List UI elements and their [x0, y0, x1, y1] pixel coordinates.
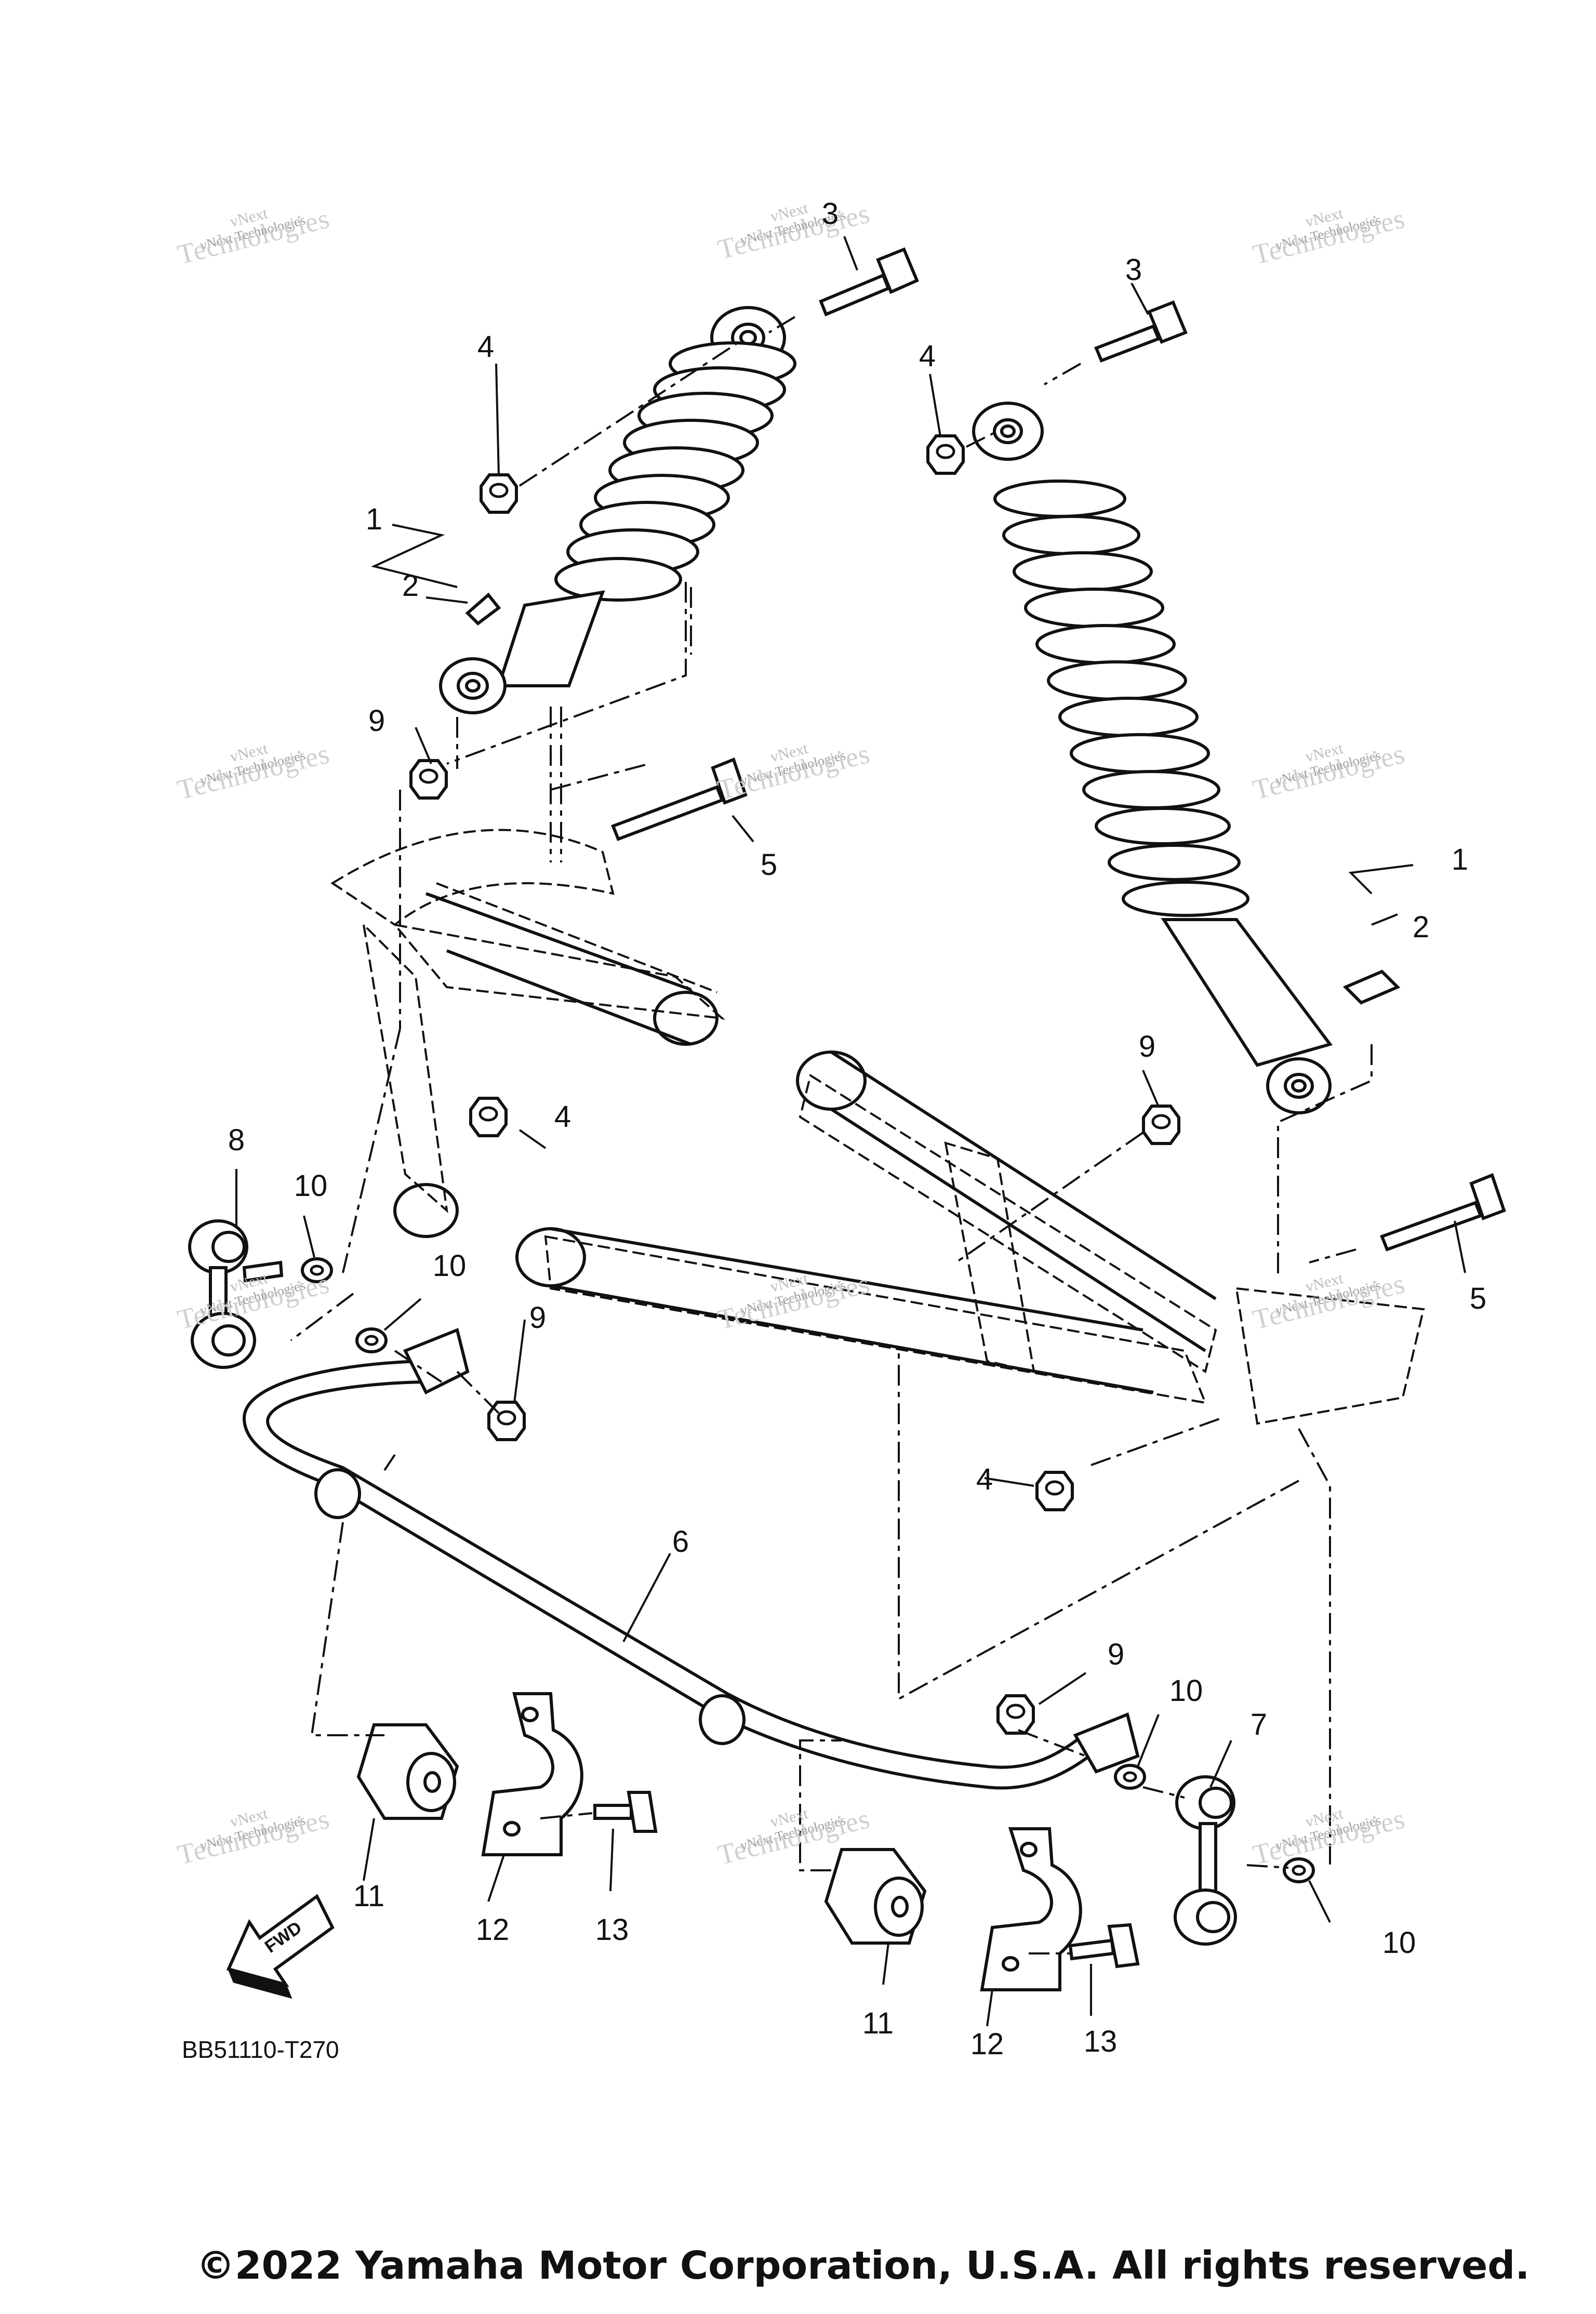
- callout-1: 1: [1451, 843, 1469, 876]
- callout-4: 4: [477, 330, 495, 364]
- callout-4: 4: [554, 1100, 571, 1134]
- callout-10: 10: [1382, 1926, 1416, 1960]
- left-shock-absorber: [439, 306, 796, 714]
- callout-12: 12: [475, 1913, 510, 1947]
- callout-3: 3: [821, 197, 839, 231]
- callout-3: 3: [1125, 253, 1142, 287]
- callout-10: 10: [1169, 1674, 1203, 1708]
- callout-4: 4: [919, 339, 936, 373]
- stabilizer-bar: [242, 1327, 1140, 1790]
- leader-lines: [235, 236, 1466, 2027]
- callout-11: 11: [862, 2006, 894, 2040]
- callout-10: 10: [294, 1169, 328, 1203]
- callout-4: 4: [976, 1462, 993, 1496]
- callout-2: 2: [1412, 910, 1430, 944]
- assembly-lines: [290, 316, 1373, 1954]
- diagram-code: BB51110-T270: [182, 2036, 339, 2063]
- callout-8: 8: [228, 1123, 245, 1157]
- stabilizer-links: [188, 1219, 1237, 1946]
- callout-11: 11: [353, 1879, 385, 1913]
- callout-2: 2: [402, 569, 419, 603]
- rear-arm-solid-edges: [393, 892, 1217, 1394]
- callout-10: 10: [432, 1249, 467, 1283]
- callout-1: 1: [365, 502, 383, 536]
- copyright-notice: ©2022 Yamaha Motor Corporation, U.S.A. A…: [196, 2243, 1530, 2288]
- callout-9: 9: [368, 704, 385, 738]
- callout-13: 13: [595, 1913, 629, 1947]
- callout-5: 5: [760, 848, 778, 882]
- bushings-and-brackets: [356, 1692, 1082, 1991]
- callout-7: 7: [1250, 1708, 1268, 1741]
- callout-5: 5: [1469, 1282, 1487, 1315]
- fwd-arrow: FWD: [226, 1894, 335, 1999]
- callout-12: 12: [970, 2027, 1004, 2061]
- callout-13: 13: [1083, 2025, 1118, 2058]
- right-shock-absorber: [972, 402, 1401, 1114]
- callout-9: 9: [1138, 1030, 1156, 1063]
- callout-6: 6: [672, 1525, 689, 1559]
- bolts: [242, 247, 1506, 1969]
- callout-9: 9: [1107, 1638, 1125, 1671]
- callout-9: 9: [529, 1301, 547, 1335]
